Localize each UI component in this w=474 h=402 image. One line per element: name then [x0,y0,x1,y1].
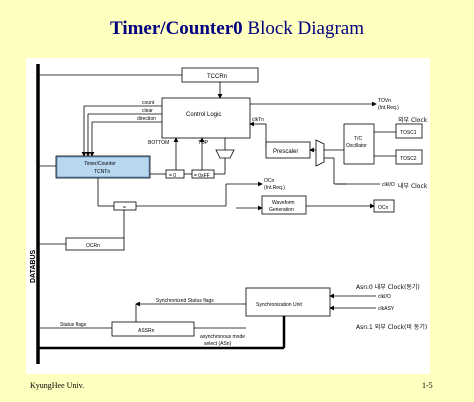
eq-zero-label: = 0 [169,173,176,179]
slide-title: Timer/Counter0 Block Diagram [0,18,474,40]
ocn-int-label: OCn [264,178,275,184]
sync-flags-label: Synchronized Status flags [156,298,214,304]
tcnt-label: TCNTn [94,169,110,175]
tcnt-box [55,155,151,179]
comparator-label: = [123,205,126,211]
control-logic-label: Control Logic [186,112,221,118]
oscillator-label-1: T/C [354,136,362,142]
databus-label: DATABUS [30,249,37,283]
tosc1-label: TOSC1 [400,130,417,136]
sync-unit-box [245,287,331,317]
block-diagram: DATABUS TCCRn Control Logic count clear … [26,58,430,374]
top-label: TOP [198,140,209,146]
sync-unit-label: Synchronization Unit [256,302,302,308]
clkt-label: clkTn [252,117,264,123]
clock-mux [315,139,325,167]
async-mode-label-1: asynchronous mode [200,334,245,340]
assr-label: ASSRn [138,328,155,334]
tccr-label: TCCRn [207,74,227,80]
clk-io-2-label: clkI/O [378,294,391,300]
clk-io-label: clkI/O [382,182,395,188]
async-mode-label-2: select (ASn) [204,341,232,347]
tov-label: TOVn [378,98,391,104]
title-rest: Block Diagram [242,18,364,39]
eq-ff-label: = 0xFF [194,173,210,179]
block-diagram-svg: DATABUS TCCRn Control Logic count clear … [30,64,428,364]
clear-signal: clear [142,108,153,114]
control-logic-box [161,97,251,139]
timer-counter-label: Timer/Counter [84,161,116,167]
direction-signal: direction [137,116,156,122]
waveform-box [261,195,307,215]
asn0-note: Asn:0 내부 Clock(동기) [356,283,420,291]
tosc2-box [395,149,423,165]
footer-left: KyungHee Univ. [30,381,85,390]
ocn-pin-label: OCn [378,205,389,211]
bottom-label: BOTTOM [148,140,169,146]
oscillator-label-2: Oscillator [346,143,367,149]
tosc2-label: TOSC2 [400,156,417,162]
waveform-label-2: Generation [269,207,294,213]
tov-int-label: (Int.Req.) [378,105,399,111]
top-mux [215,149,235,159]
clk-asy-label: clkASY [378,306,395,312]
ocn-int-req-label: (Int.Req.) [264,185,285,191]
title-bold: Timer/Counter0 [110,18,243,39]
asn1-note: Asn:1 외부 Clock(비 동기) [356,323,427,331]
prescaler-label: Prescaler [273,149,298,155]
comparator-box [113,201,137,211]
oscillator-box [343,123,375,165]
tosc1-box [395,123,423,139]
internal-clock-note: 내부 Clock [398,182,428,190]
assr-box [111,321,195,337]
external-clock-note: 외부 Clock [398,117,428,124]
count-signal: count [142,100,155,106]
waveform-label-1: Waveform [272,200,295,206]
footer-right: 1-5 [422,381,433,390]
ocr-label: OCRn [86,243,100,249]
status-flags-label: Status flags [60,322,87,328]
